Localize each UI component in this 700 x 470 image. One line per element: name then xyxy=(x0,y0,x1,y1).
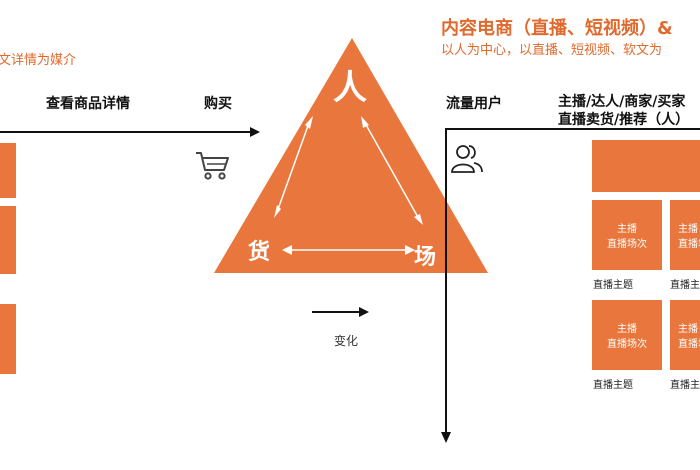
left-flow-arrow xyxy=(0,127,260,137)
buy-label: 购买 xyxy=(204,96,232,112)
featured-live-block xyxy=(592,140,700,192)
traffic-users-label: 流量用户 xyxy=(446,96,502,112)
people-goods-venue-triangle xyxy=(214,38,488,273)
change-label: 变化 xyxy=(334,334,359,348)
live-tile-3: 主播直播场次 xyxy=(592,300,662,370)
roles-line-2: 直播卖货/推荐（人） xyxy=(558,112,690,128)
users-icon xyxy=(451,145,483,173)
left-block-1 xyxy=(0,143,16,198)
triangle-label-people: 人 xyxy=(333,68,367,108)
tile-session-label: 直播场次 xyxy=(607,239,647,250)
tile-anchor-label: 主播 xyxy=(617,324,637,335)
shopping-cart-icon xyxy=(196,152,229,180)
view-product-details-label: 查看商品详情 xyxy=(46,96,130,112)
tile-anchor-label: 主播 xyxy=(678,224,698,235)
change-arrow xyxy=(312,307,369,317)
tile-anchor-label: 主播 xyxy=(617,224,637,235)
tile-caption: 直播主题 xyxy=(670,380,700,390)
triangle-label-goods: 货 xyxy=(248,240,271,265)
tile-session-label: 直播场次 xyxy=(678,239,700,250)
tile-caption: 直播主题 xyxy=(670,280,700,290)
roles-line-1: 主播/达人/商家/买家 xyxy=(558,94,686,110)
content-ecommerce-title: 内容电商（直播、短视频）& xyxy=(441,18,673,39)
content-ecommerce-subtitle: 以人为中心，以直播、短视频、软文为 xyxy=(441,43,663,58)
tile-caption: 直播主题 xyxy=(593,380,633,391)
left-subtitle: 文详情为媒介 xyxy=(0,53,77,68)
left-block-2 xyxy=(0,206,16,274)
tile-session-label: 直播场次 xyxy=(607,339,647,350)
tile-caption: 直播主题 xyxy=(593,280,633,291)
tile-session-label: 直播场次 xyxy=(678,339,700,350)
triangle-label-venue: 场 xyxy=(414,245,437,270)
live-tile-1: 主播直播场次 xyxy=(592,200,662,270)
right-flow-arrows xyxy=(441,128,700,443)
tile-anchor-label: 主播 xyxy=(678,324,698,335)
left-block-3 xyxy=(0,304,16,374)
